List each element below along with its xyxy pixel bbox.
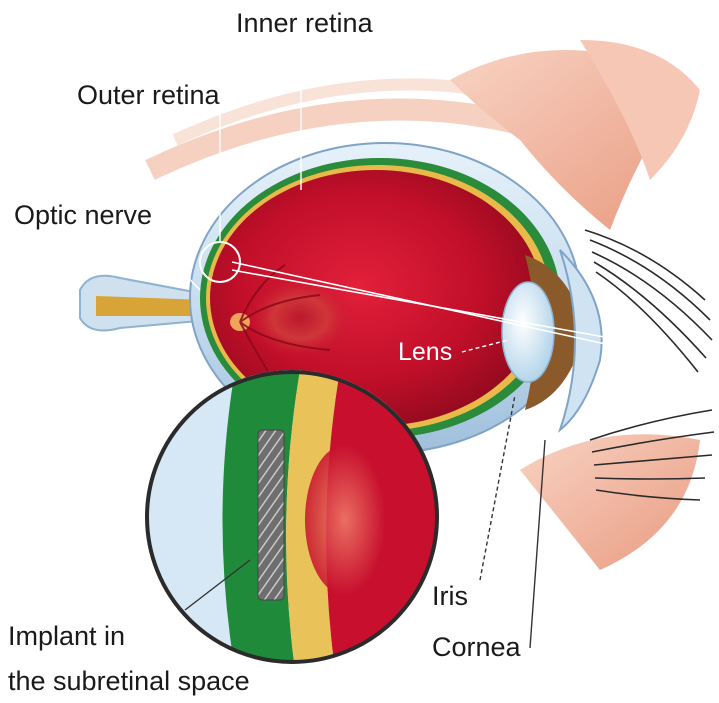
- label-lens: Lens: [398, 338, 452, 366]
- label-optic-nerve: Optic nerve: [14, 200, 152, 230]
- label-iris: Iris: [432, 581, 468, 611]
- label-outer-retina: Outer retina: [77, 80, 221, 110]
- label-inner-retina: Inner retina: [236, 8, 374, 38]
- label-implant-line1: Implant in: [8, 621, 125, 651]
- label-implant-line2: the subretinal space: [8, 666, 250, 696]
- subretinal-implant: [258, 430, 284, 600]
- label-cornea: Cornea: [432, 632, 522, 662]
